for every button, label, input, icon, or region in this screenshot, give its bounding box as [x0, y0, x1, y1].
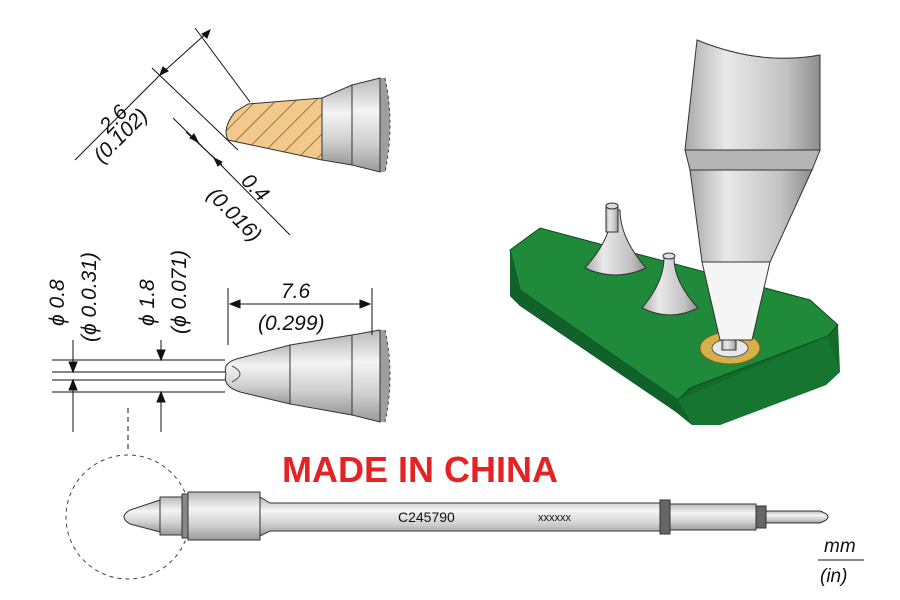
pcb-illustration: [509, 202, 840, 425]
dimension-lines-middle: [52, 288, 373, 450]
tip-side-view: [225, 77, 391, 173]
thickness-mm-label: 0.4: [236, 169, 273, 206]
reach-in-label: (0.299): [258, 312, 325, 335]
d2-in-label: (ϕ 0.071): [168, 250, 191, 334]
unit-mm: mm: [824, 536, 856, 557]
reach-mm-label: 7.6: [281, 280, 311, 303]
units-legend: mm (in): [818, 536, 864, 587]
dimension-lines-top: [74, 27, 291, 236]
unit-in: (in): [820, 566, 847, 587]
d1-mm-label: ϕ 0.8: [46, 279, 69, 326]
part-number-label: C245790: [398, 509, 455, 525]
made-in-china-banner: MADE IN CHINA: [282, 449, 558, 490]
d1-in-label: (ϕ 0.0.31): [78, 252, 101, 342]
soldering-iron-illustration: [684, 39, 821, 341]
cartridge-drawing: [65, 454, 829, 580]
d2-mm-label: ϕ 1.8: [136, 279, 159, 326]
tip-front-view: [224, 329, 391, 423]
lot-code-label: xxxxxx: [538, 512, 572, 524]
